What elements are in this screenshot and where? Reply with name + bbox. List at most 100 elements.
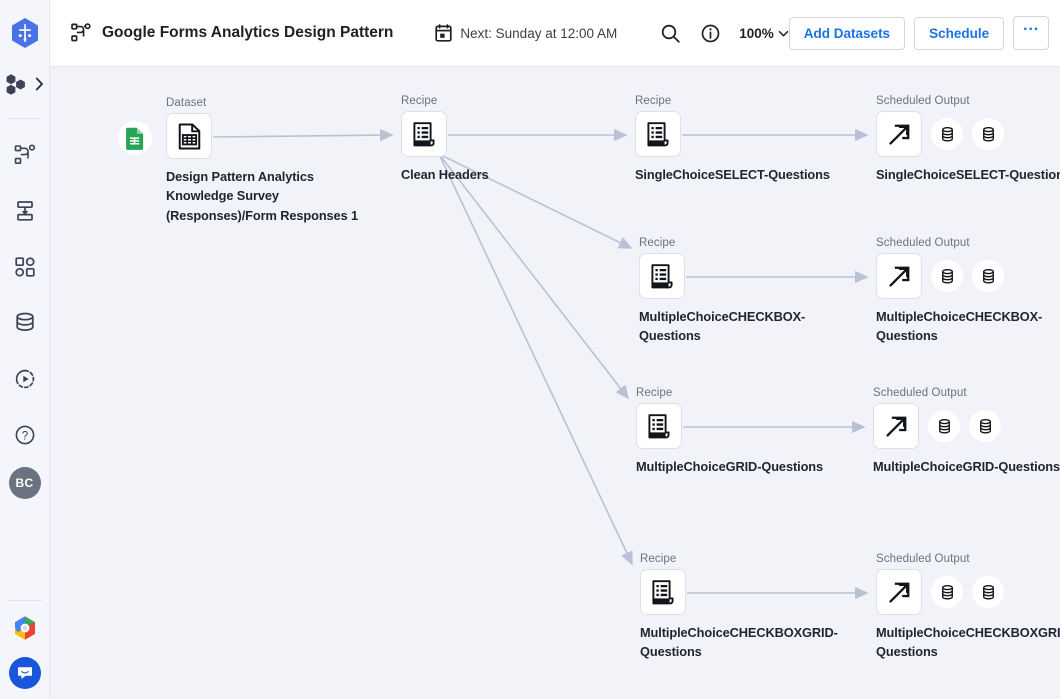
play-history-icon	[15, 369, 34, 389]
add-datasets-button[interactable]: Add Datasets	[788, 16, 906, 50]
svg-text:?: ?	[21, 430, 27, 442]
trifacta-hexagon-logo-icon[interactable]	[8, 16, 42, 50]
output-target-chip[interactable]	[972, 576, 1004, 608]
more-options-button[interactable]: ···	[1013, 16, 1050, 50]
recipe-icon	[413, 122, 435, 147]
next-run-schedule[interactable]: Next: Sunday at 12:00 AM	[435, 24, 617, 42]
flow-node-output-multiple-choice-grid[interactable]: Scheduled Output	[873, 387, 1060, 476]
flow-node-dataset-1[interactable]: Dataset Design Pattern Analyt	[118, 97, 381, 225]
google-cloud-logo-icon[interactable]	[12, 615, 38, 641]
output-target-chip[interactable]	[931, 260, 963, 292]
node-icon-box[interactable]	[873, 403, 919, 449]
node-label: Design Pattern Analytics Knowledge Surve…	[166, 169, 359, 223]
node-kind-label: Recipe	[635, 95, 672, 107]
flow-edge	[212, 128, 394, 142]
recipe-icon	[647, 122, 669, 147]
info-circle-icon	[701, 24, 720, 42]
output-target-chip[interactable]	[931, 576, 963, 608]
google-sheets-icon	[125, 127, 143, 150]
sidebar-item-plans[interactable]	[5, 191, 45, 231]
flow-node-recipe-multiple-choice-checkboxgrid[interactable]: Recipe MultipleChoiceCHECKBOXGRID-Questi…	[640, 553, 840, 662]
flow-node-output-multiple-choice-checkbox[interactable]: Scheduled Output	[876, 237, 1060, 346]
recipe-icon	[651, 264, 673, 289]
output-target-chip[interactable]	[972, 260, 1004, 292]
database-icon	[982, 584, 994, 599]
flow-node-recipe-clean-headers[interactable]: Recipe Clean Headers	[401, 95, 581, 184]
node-label: MultipleChoiceCHECKBOXGRID-Questions	[876, 625, 1060, 660]
node-label: MultipleChoiceGRID-Questions	[636, 459, 824, 474]
node-icon-row	[873, 403, 1060, 449]
node-icon-box[interactable]	[876, 111, 922, 157]
scheduled-output-icon	[888, 124, 909, 145]
database-icon	[15, 312, 34, 331]
main-area: Google Forms Analytics Design Pattern Ne…	[50, 0, 1060, 699]
node-kind-label: Scheduled Output	[876, 237, 970, 249]
sidebar-item-runs[interactable]	[5, 359, 45, 399]
calendar-icon	[435, 24, 453, 42]
sidebar-item-flows[interactable]	[5, 135, 45, 175]
flow-node-recipe-multiple-choice-grid[interactable]: Recipe MultipleChoiceGRID-Questions	[636, 387, 841, 476]
flow-node-recipe-single-choice-select[interactable]: Recipe SingleChoiceSELECT-Questions	[635, 95, 850, 184]
node-icon-box[interactable]	[640, 569, 686, 615]
zoom-level-value: 100%	[739, 25, 774, 41]
avatar[interactable]: BC	[8, 467, 41, 499]
sidebar-item-jobs[interactable]	[5, 247, 45, 287]
chevron-right-icon	[35, 77, 43, 91]
node-icon-box[interactable]	[636, 403, 682, 449]
grid-apps-icon	[14, 257, 35, 277]
flow-node-output-multiple-choice-checkboxgrid[interactable]: Scheduled Output	[876, 553, 1060, 662]
database-icon	[979, 418, 991, 433]
node-kind-label: Recipe	[401, 95, 438, 107]
search-button[interactable]	[653, 16, 687, 50]
sidebar-item-help[interactable]: ?	[5, 415, 45, 455]
scheduled-output-icon	[885, 416, 906, 437]
output-target-chip[interactable]	[928, 410, 960, 442]
node-icon-row	[118, 113, 381, 159]
header-actions: Add Datasets Schedule ···	[788, 16, 1050, 50]
node-icon-row	[876, 111, 1060, 157]
flow-edge	[438, 153, 633, 566]
node-icon-box[interactable]	[635, 111, 681, 157]
node-label: MultipleChoiceGRID-Questions	[873, 459, 1060, 474]
output-target-chip[interactable]	[969, 410, 1001, 442]
database-icon	[982, 268, 994, 283]
flow-canvas[interactable]: Dataset Design Pattern Analyt	[50, 67, 1060, 699]
node-icon-box[interactable]	[876, 253, 922, 299]
database-icon	[941, 126, 953, 141]
zoom-control[interactable]: 100%	[739, 26, 789, 41]
node-label: MultipleChoiceCHECKBOXGRID-Questions	[640, 625, 838, 660]
project-switcher[interactable]	[0, 68, 50, 100]
schedule-button[interactable]: Schedule	[914, 16, 1005, 50]
node-label: Clean Headers	[401, 167, 489, 182]
node-icon-row	[876, 253, 1060, 299]
chevron-down-icon	[778, 30, 789, 36]
node-icon-row	[876, 569, 1060, 615]
sidebar-item-datasets[interactable]	[5, 303, 45, 343]
flow-node-recipe-multiple-choice-checkbox[interactable]: Recipe MultipleChoiceCHECKBOX-Questions	[639, 237, 839, 346]
flow-node-output-single-choice-select[interactable]: Scheduled Output	[876, 95, 1060, 184]
plan-icon	[16, 201, 33, 221]
node-icon-box[interactable]	[876, 569, 922, 615]
next-run-text: Next: Sunday at 12:00 AM	[460, 25, 618, 41]
database-icon	[938, 418, 950, 433]
scheduled-output-icon	[888, 266, 909, 287]
project-switcher-icon	[6, 74, 25, 95]
node-icon-box[interactable]	[166, 113, 212, 159]
info-button[interactable]	[693, 16, 727, 50]
edge-layer	[212, 128, 869, 600]
chat-bubble-icon[interactable]	[9, 657, 41, 689]
flow-diagram-icon	[71, 23, 91, 42]
source-badge-google-sheets	[118, 121, 152, 155]
node-icon-box[interactable]	[639, 253, 685, 299]
output-target-chip[interactable]	[972, 118, 1004, 150]
flow-icon	[14, 144, 35, 165]
output-target-chip[interactable]	[931, 118, 963, 150]
flow-header: Google Forms Analytics Design Pattern Ne…	[50, 0, 1060, 67]
rail-bottom-group	[0, 600, 50, 689]
node-icon-row	[636, 403, 841, 449]
node-icon-box[interactable]	[401, 111, 447, 157]
flow-edge	[438, 153, 629, 400]
node-kind-label: Recipe	[640, 553, 677, 565]
node-kind-label: Scheduled Output	[876, 553, 970, 565]
